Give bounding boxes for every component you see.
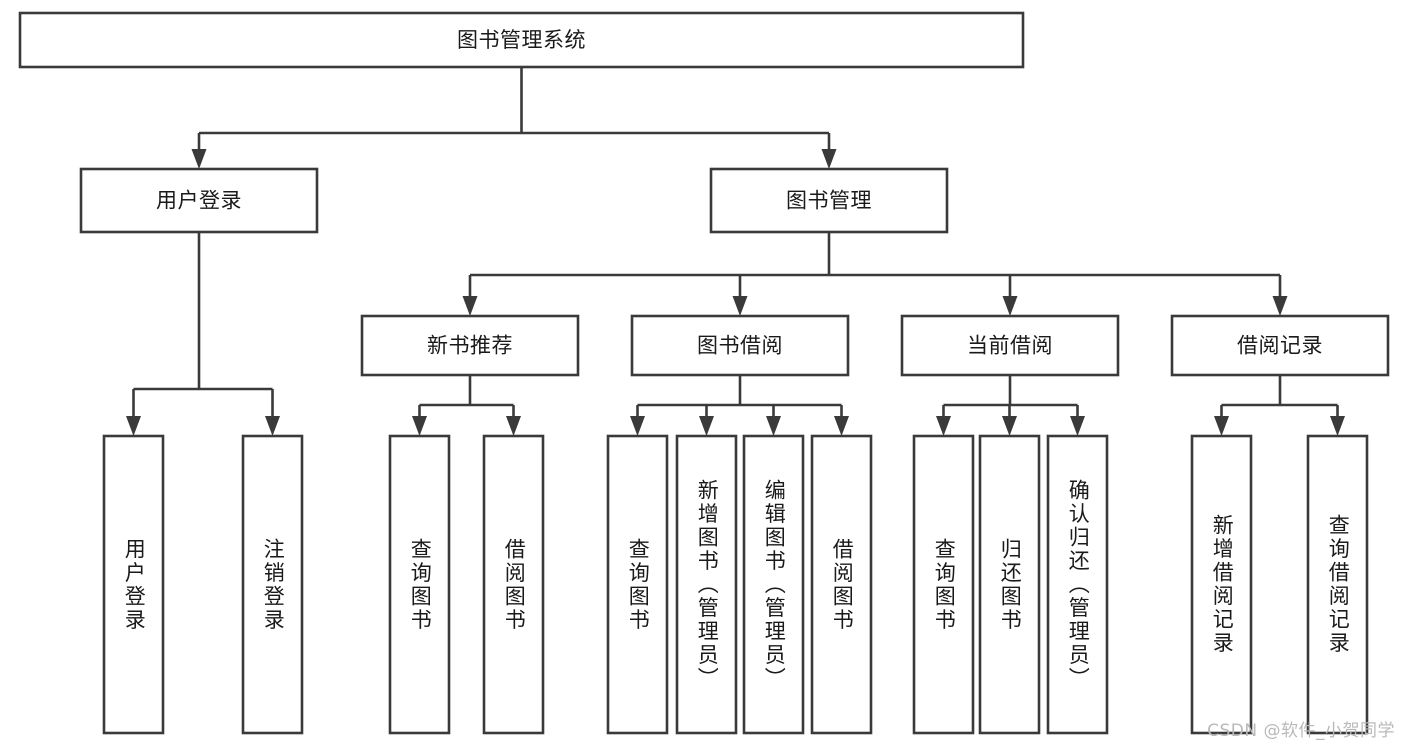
node-box[interactable]: [360, 314, 580, 377]
node-box[interactable]: [1190, 434, 1253, 735]
arrowhead-icon: [821, 149, 837, 169]
node-label: 图书借阅: [697, 334, 783, 358]
node-box[interactable]: [810, 434, 873, 735]
connector-group: [126, 232, 280, 436]
node-box[interactable]: [18, 11, 1025, 69]
node-l2-user-login[interactable]: 用户登录: [79, 167, 319, 234]
arrowhead-icon: [412, 416, 427, 436]
connector-group: [630, 375, 849, 436]
node-box[interactable]: [1170, 314, 1390, 377]
node-box[interactable]: [912, 434, 975, 735]
node-leaf-leaf-return-book[interactable]: [978, 434, 1041, 735]
arrowhead-icon: [834, 416, 849, 436]
connector-group: [462, 232, 1288, 316]
node-leaf-leaf-logout[interactable]: [241, 434, 304, 735]
connector-group: [191, 67, 837, 169]
connector-group: [1214, 375, 1345, 436]
node-label: 用户登录: [156, 189, 242, 213]
arrowhead-icon: [462, 296, 478, 316]
node-leaf-leaf-add-book[interactable]: [675, 434, 738, 735]
arrowhead-icon: [1330, 416, 1345, 436]
connector-group: [936, 375, 1085, 436]
node-l3-borrow-record[interactable]: 借阅记录: [1170, 314, 1390, 377]
node-leaf-leaf-edit-book[interactable]: [742, 434, 805, 735]
node-leaf-leaf-query-book-1[interactable]: [388, 434, 451, 735]
arrowhead-icon: [191, 149, 207, 169]
node-leaf-leaf-add-record[interactable]: [1190, 434, 1253, 735]
arrowhead-icon: [732, 296, 748, 316]
node-box[interactable]: [709, 167, 949, 234]
node-leaf-leaf-query-record[interactable]: [1306, 434, 1369, 735]
node-box[interactable]: [1046, 434, 1109, 735]
node-box[interactable]: [978, 434, 1041, 735]
node-leaf-leaf-borrow-book-2[interactable]: [810, 434, 873, 735]
node-box[interactable]: [630, 314, 850, 377]
arrowhead-icon: [1002, 416, 1017, 436]
node-box[interactable]: [742, 434, 805, 735]
node-leaf-leaf-confirm-return[interactable]: [1046, 434, 1109, 735]
node-box[interactable]: [675, 434, 738, 735]
node-box[interactable]: [388, 434, 451, 735]
arrowhead-icon: [1272, 296, 1288, 316]
node-box[interactable]: [1306, 434, 1369, 735]
node-label: 图书管理: [786, 189, 872, 213]
node-l3-new-book-rec[interactable]: 新书推荐: [360, 314, 580, 377]
node-box[interactable]: [482, 434, 545, 735]
arrowhead-icon: [699, 416, 714, 436]
arrowhead-icon: [265, 416, 280, 436]
node-label: 图书管理系统: [457, 28, 586, 52]
arrowhead-icon: [1070, 416, 1085, 436]
node-l3-current-borrow[interactable]: 当前借阅: [900, 314, 1120, 377]
node-root-root[interactable]: 图书管理系统: [18, 11, 1025, 69]
node-box[interactable]: [79, 167, 319, 234]
arrowhead-icon: [766, 416, 781, 436]
node-l2-book-manage[interactable]: 图书管理: [709, 167, 949, 234]
node-box[interactable]: [241, 434, 304, 735]
arrowhead-icon: [126, 416, 141, 436]
node-label: 借阅记录: [1237, 334, 1323, 358]
node-box[interactable]: [606, 434, 669, 735]
node-box[interactable]: [102, 434, 165, 735]
arrowhead-icon: [936, 416, 951, 436]
arrowhead-icon: [630, 416, 645, 436]
watermark-text: CSDN @软件_小贺同学: [1207, 721, 1395, 741]
node-label: 当前借阅: [967, 334, 1053, 358]
node-leaf-leaf-borrow-book-1[interactable]: [482, 434, 545, 735]
node-l3-book-borrow[interactable]: 图书借阅: [630, 314, 850, 377]
node-leaf-leaf-query-book-2[interactable]: [606, 434, 669, 735]
node-label: 新书推荐: [427, 334, 513, 358]
node-leaf-leaf-user-login[interactable]: [102, 434, 165, 735]
arrowhead-icon: [1214, 416, 1229, 436]
node-leaf-leaf-query-book-3[interactable]: [912, 434, 975, 735]
arrowhead-icon: [506, 416, 521, 436]
arrowhead-icon: [1002, 296, 1018, 316]
node-box[interactable]: [900, 314, 1120, 377]
connector-group: [412, 375, 521, 436]
